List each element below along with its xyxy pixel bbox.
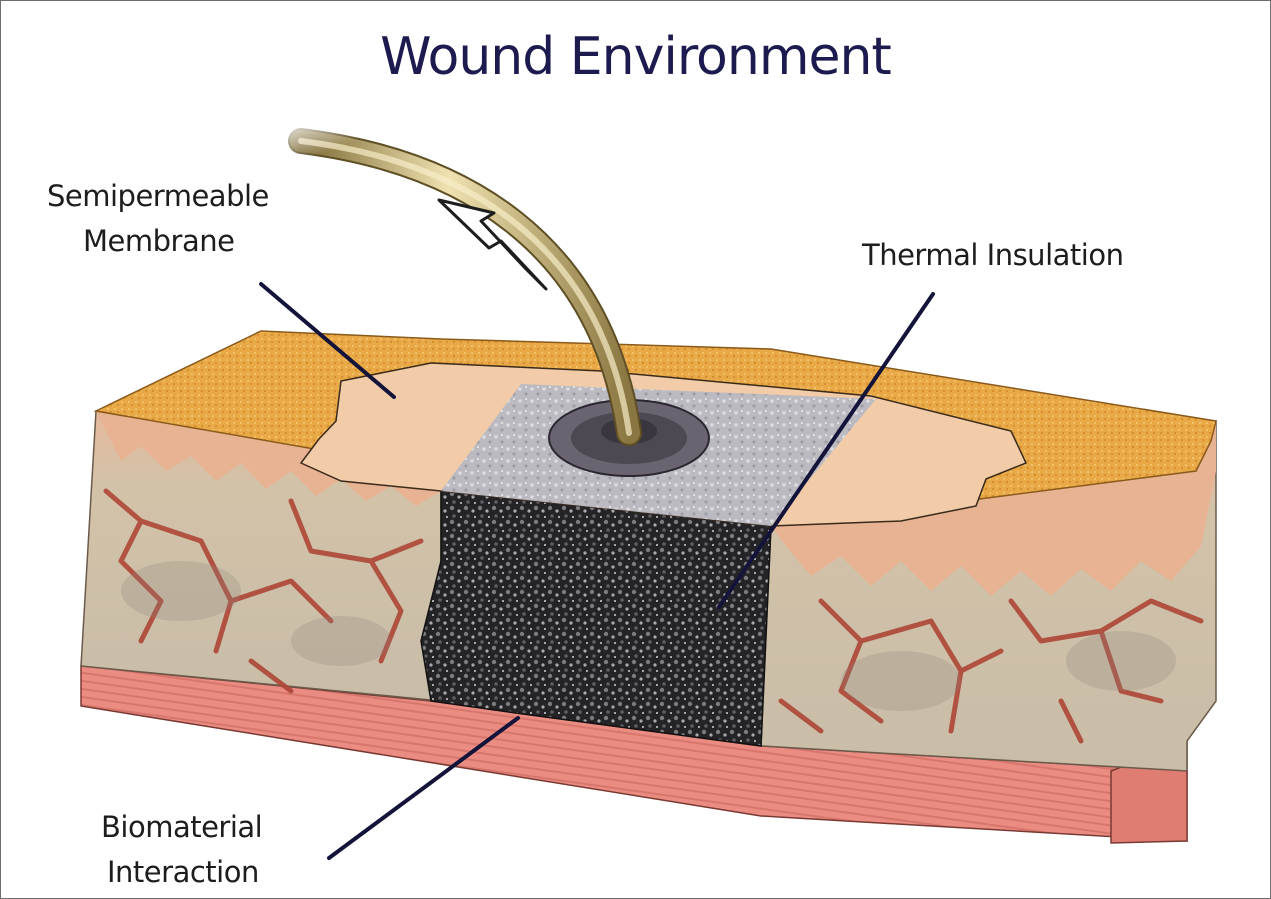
label-line: Interaction <box>101 850 262 895</box>
diagram-title: Wound Environment <box>1 27 1270 87</box>
label-line: Membrane <box>47 219 269 264</box>
label-thermal-insulation: Thermal Insulation <box>862 233 1123 278</box>
label-semipermeable-membrane: Semipermeable Membrane <box>47 174 269 264</box>
label-biomaterial-interaction: Biomaterial Interaction <box>101 805 262 895</box>
label-line: Semipermeable <box>47 174 269 219</box>
label-line: Biomaterial <box>101 805 262 850</box>
